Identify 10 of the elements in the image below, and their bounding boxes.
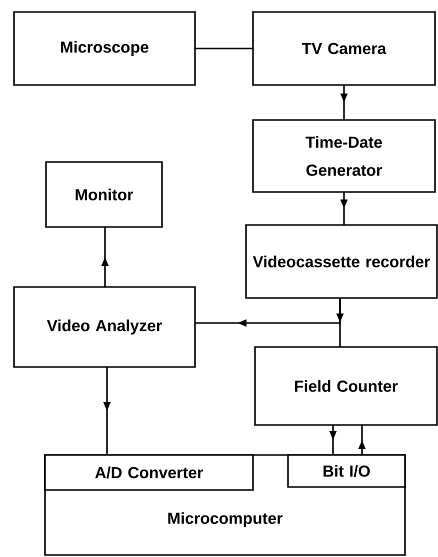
process-box: Video Analyzer <box>13 286 196 368</box>
process-box: Videocassette recorder <box>245 224 438 299</box>
process-box: Monitor <box>45 161 163 228</box>
process-box: TV Camera <box>252 11 436 86</box>
connector-line <box>195 48 253 50</box>
process-box: Field Counter <box>254 346 438 426</box>
process-box: Microscope <box>13 11 196 86</box>
process-box: Bit I/O <box>287 454 406 488</box>
process-box: Time-Date Generator <box>252 119 436 193</box>
process-box: A/D Converter <box>44 454 254 491</box>
